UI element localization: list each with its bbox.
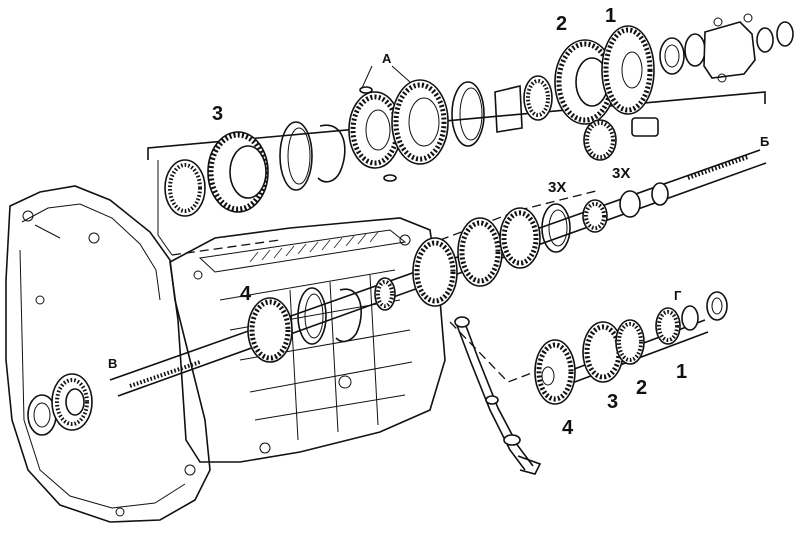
- mainshaft-gears: [247, 182, 669, 363]
- countershaft-cluster: [534, 291, 728, 405]
- input-shaft-bearing: [27, 373, 93, 436]
- shift-rod: [454, 316, 542, 475]
- upper-parts-bracket: [147, 91, 766, 256]
- label-b: Б: [760, 134, 769, 149]
- label-a: А: [382, 51, 392, 66]
- label-1-bottom: 1: [676, 361, 687, 383]
- label-3x-top: 3Х: [612, 165, 630, 182]
- part-labels: А Б В Г 1 2 3 3Х 3Х 4 1 2 3 4: [108, 5, 769, 439]
- label-2-bottom: 2: [636, 377, 647, 399]
- label-3-bottom: 3: [607, 391, 618, 413]
- upper-gear-train: [164, 13, 794, 217]
- label-2-top: 2: [556, 13, 567, 35]
- label-3-top: 3: [212, 103, 223, 125]
- gearbox-housing: [5, 185, 446, 523]
- label-g: Г: [674, 288, 682, 303]
- label-1-top: 1: [605, 5, 616, 27]
- label-4-mid: 4: [240, 283, 252, 305]
- label-v: В: [108, 356, 117, 371]
- label-3x-mid: 3Х: [548, 179, 566, 196]
- label-4-bottom: 4: [562, 417, 574, 439]
